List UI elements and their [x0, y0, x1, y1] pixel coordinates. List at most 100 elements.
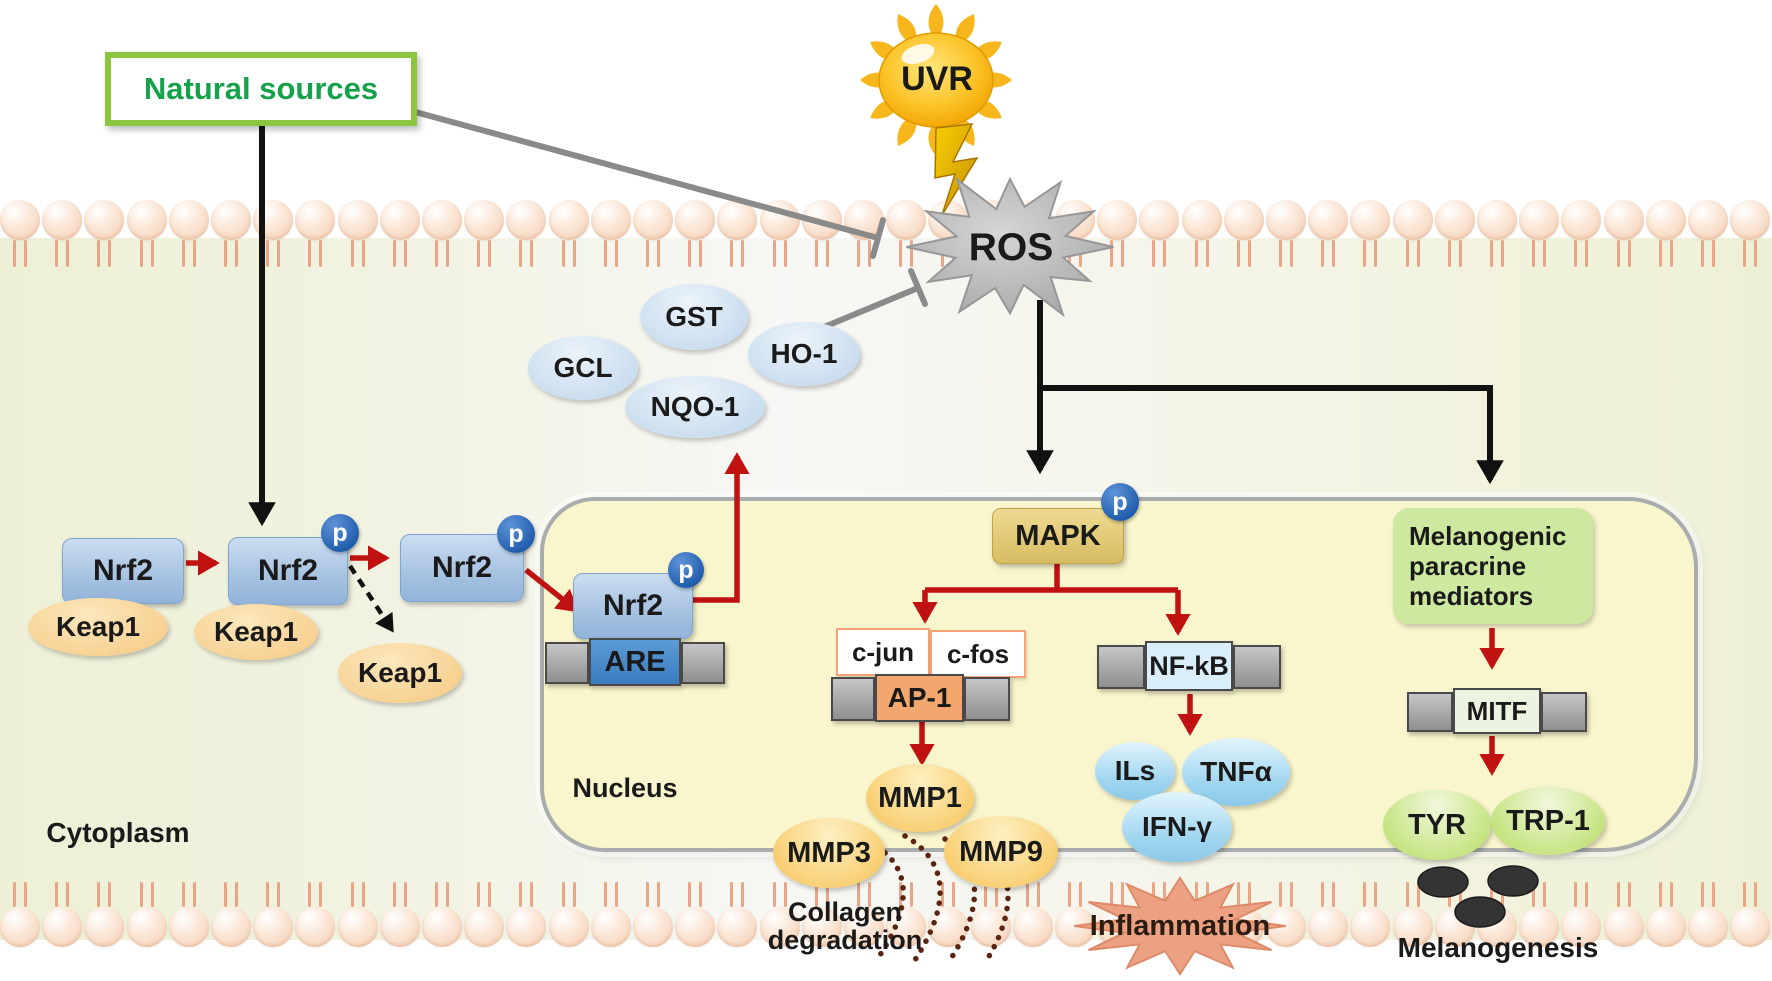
lipid-icon	[1012, 882, 1053, 947]
lipid-icon	[168, 882, 209, 947]
lipid-icon	[42, 200, 83, 267]
keap1-label: Keap1	[213, 616, 299, 647]
lipid-icon	[1519, 882, 1560, 947]
lipid-icon	[1392, 882, 1433, 947]
lipid-icon	[1561, 882, 1602, 947]
lipid-icon	[126, 200, 167, 267]
mapk-box: MAPK	[992, 508, 1124, 564]
gcl-label: GCL	[553, 352, 613, 383]
ifng-label: IFN-γ	[1142, 811, 1212, 842]
keap1-label: Keap1	[55, 611, 141, 642]
arrow-nrf2-3-4	[524, 567, 580, 613]
mitf-element: MITF	[1453, 688, 1541, 734]
lipid-icon	[675, 882, 716, 947]
lipid-icon	[1603, 200, 1644, 267]
lipid-icon	[379, 200, 420, 267]
dna-flank	[545, 642, 589, 684]
nrf2-box-3: Nrf2	[400, 534, 524, 602]
inflammation-label: Inflammation	[1089, 909, 1271, 942]
lipid-icon	[590, 882, 631, 947]
enzyme-gst: GST	[640, 284, 748, 350]
lipid-icon	[506, 882, 547, 947]
nfkb-element: NF-kB	[1145, 641, 1233, 691]
ils-oval: ILs	[1095, 742, 1175, 800]
lipid-icon	[1350, 882, 1391, 947]
dna-flank	[831, 677, 875, 721]
lipid-icon	[1645, 882, 1686, 947]
mmp9-label: MMP9	[959, 835, 1043, 868]
mmp1-oval: MMP1	[866, 764, 974, 832]
inhibit-natural-to-ros-line	[405, 107, 886, 259]
cfos-label: c-fos	[946, 638, 1010, 669]
phospho-badge: p	[668, 552, 704, 588]
nrf2-box-nucleus: Nrf2	[573, 573, 693, 639]
keap1-oval-3: Keap1	[338, 643, 462, 703]
lipid-icon	[422, 200, 462, 267]
lipid-icon	[1730, 200, 1771, 267]
lipid-icon	[211, 200, 251, 267]
lipid-icon	[633, 882, 673, 947]
ap1-label: AP-1	[887, 682, 952, 713]
lipid-icon	[1266, 200, 1306, 267]
lipid-icon	[548, 882, 589, 947]
lipid-icon	[633, 200, 673, 267]
uvr-label: UVR	[901, 60, 973, 99]
lipid-icon	[337, 882, 378, 947]
dna-flank	[1233, 645, 1281, 689]
lipid-icon	[1561, 200, 1602, 267]
ros-burst	[906, 176, 1114, 318]
keap1-oval-1: Keap1	[28, 598, 168, 656]
lipid-icon	[1139, 200, 1180, 267]
lipid-icon	[1097, 200, 1138, 267]
arrow-ros-to-mediators	[1040, 385, 1504, 485]
ils-label: ILs	[1114, 755, 1156, 786]
gst-label: GST	[665, 301, 723, 332]
phospho-badge: p	[497, 515, 535, 553]
lipid-icon	[464, 200, 505, 267]
lipid-icon	[717, 882, 758, 947]
phospho-label: p	[678, 555, 694, 584]
mmp9-oval: MMP9	[944, 816, 1058, 888]
lipid-icon	[506, 200, 547, 267]
nrf2-label: Nrf2	[257, 554, 318, 587]
collagen-degradation-label: Collagen degradation	[767, 896, 923, 955]
natural-sources-label: Natural sources	[143, 71, 379, 106]
ho1-label: HO-1	[770, 338, 838, 369]
enzyme-ho1: HO-1	[748, 322, 860, 386]
enzyme-nqo1: NQO-1	[625, 376, 765, 438]
lipid-icon	[1603, 882, 1644, 947]
nrf2-box-2: Nrf2	[228, 537, 348, 605]
lipid-icon	[717, 200, 758, 267]
nrf2-box-1: Nrf2	[62, 538, 184, 604]
nqo1-label: NQO-1	[650, 391, 740, 422]
melanogenic-label: Melanogenic	[1409, 521, 1567, 551]
lipid-icon	[1392, 200, 1433, 267]
lipid-icon	[1645, 200, 1686, 267]
lipid-icon	[1434, 200, 1475, 267]
dna-flank	[1097, 645, 1145, 689]
lipid-icon	[464, 882, 505, 947]
lipid-icon	[590, 200, 631, 267]
keap1-label: Keap1	[357, 657, 443, 688]
lipid-icon	[548, 200, 589, 267]
ifng-oval: IFN-γ	[1122, 792, 1232, 862]
cell-membrane-top	[0, 200, 1772, 270]
arrow-keap1-release-dashed	[348, 564, 394, 633]
are-element: ARE	[589, 638, 681, 686]
lipid-icon	[295, 882, 336, 947]
enzyme-gcl: GCL	[528, 336, 638, 400]
lipid-icon	[0, 200, 40, 267]
lipid-icon	[337, 200, 378, 267]
dna-flank	[964, 677, 1010, 721]
lipid-icon	[1223, 200, 1264, 267]
lipid-icon	[168, 200, 209, 267]
trp1-label: TRP-1	[1506, 804, 1590, 837]
lipid-icon	[379, 882, 420, 947]
melanogenic-mediators-box: Melanogenic paracrine mediators	[1393, 508, 1593, 624]
lipid-icon	[886, 200, 927, 267]
ap1-element: AP-1	[875, 674, 964, 722]
tyr-label: TYR	[1408, 808, 1466, 841]
sun-icon	[860, 4, 1012, 156]
lipid-icon	[844, 882, 884, 947]
dna-flank	[1407, 692, 1453, 732]
